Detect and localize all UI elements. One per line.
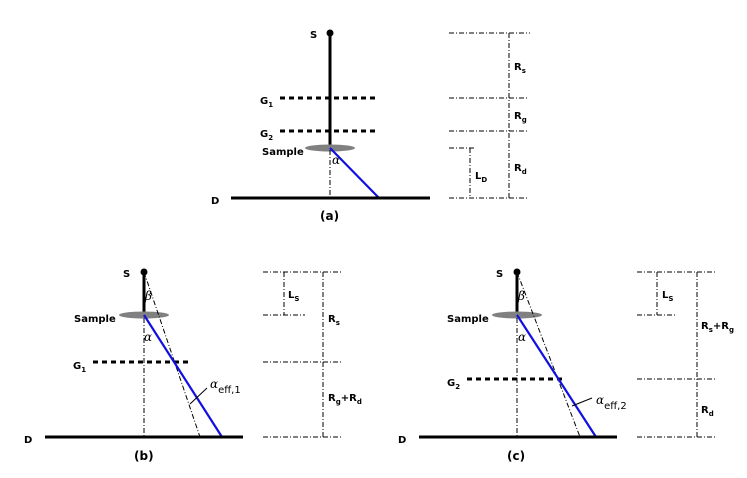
- panel-b: S β Sample α G1 αeff,1 D (b) LS Rs Rg+Rd: [24, 268, 362, 463]
- g1-label: G1: [260, 96, 273, 109]
- ld-label: LD: [475, 171, 487, 184]
- sample-label: Sample: [74, 314, 116, 325]
- sample-label: Sample: [262, 147, 304, 158]
- g2-label: G2: [260, 129, 273, 142]
- alpha-label: α: [518, 330, 526, 344]
- detector-label: D: [211, 196, 219, 207]
- panel-a-caption: (a): [320, 209, 339, 223]
- rs-label: Rs: [328, 314, 340, 327]
- beta-label: β: [144, 289, 152, 303]
- scattered-beam: [516, 314, 597, 438]
- rg-label: Rg: [514, 111, 527, 124]
- alpha-eff-label: αeff,1: [210, 377, 241, 396]
- alpha-label: α: [144, 330, 152, 344]
- source-label: S: [310, 30, 317, 41]
- beta-label: β: [517, 289, 525, 303]
- rd-label: Rd: [701, 405, 714, 418]
- source-label: S: [496, 269, 503, 280]
- scattered-beam: [143, 314, 223, 438]
- rd-label: Rd: [514, 163, 527, 176]
- g2-label: G2: [447, 378, 460, 391]
- detector-label: D: [398, 435, 406, 446]
- sample-label: Sample: [447, 314, 489, 325]
- g1-label: G1: [73, 361, 86, 374]
- rs-rg-label: Rs+Rg: [701, 321, 734, 334]
- panel-a: S G1 G2 Sample α D (a) Rs Rg Rd LD: [211, 29, 530, 223]
- rs-label: Rs: [514, 62, 526, 75]
- panel-c: S β Sample α G2 αeff,2 D (c) LS Rs+Rg Rd: [398, 268, 734, 463]
- rg-rd-label: Rg+Rd: [328, 393, 362, 406]
- alpha-eff-label: αeff,2: [596, 393, 627, 412]
- ls-label: LS: [662, 290, 673, 303]
- panel-b-caption: (b): [134, 449, 154, 463]
- source-label: S: [123, 269, 130, 280]
- alpha-label: α: [332, 153, 340, 167]
- ls-label: LS: [288, 290, 299, 303]
- detector-label: D: [24, 435, 32, 446]
- panel-c-caption: (c): [507, 449, 525, 463]
- scattered-beam: [329, 147, 380, 199]
- effective-ray: [143, 271, 201, 438]
- alpha-eff-pointer: [571, 397, 593, 407]
- effective-ray: [516, 271, 581, 438]
- alpha-eff-pointer: [189, 387, 208, 405]
